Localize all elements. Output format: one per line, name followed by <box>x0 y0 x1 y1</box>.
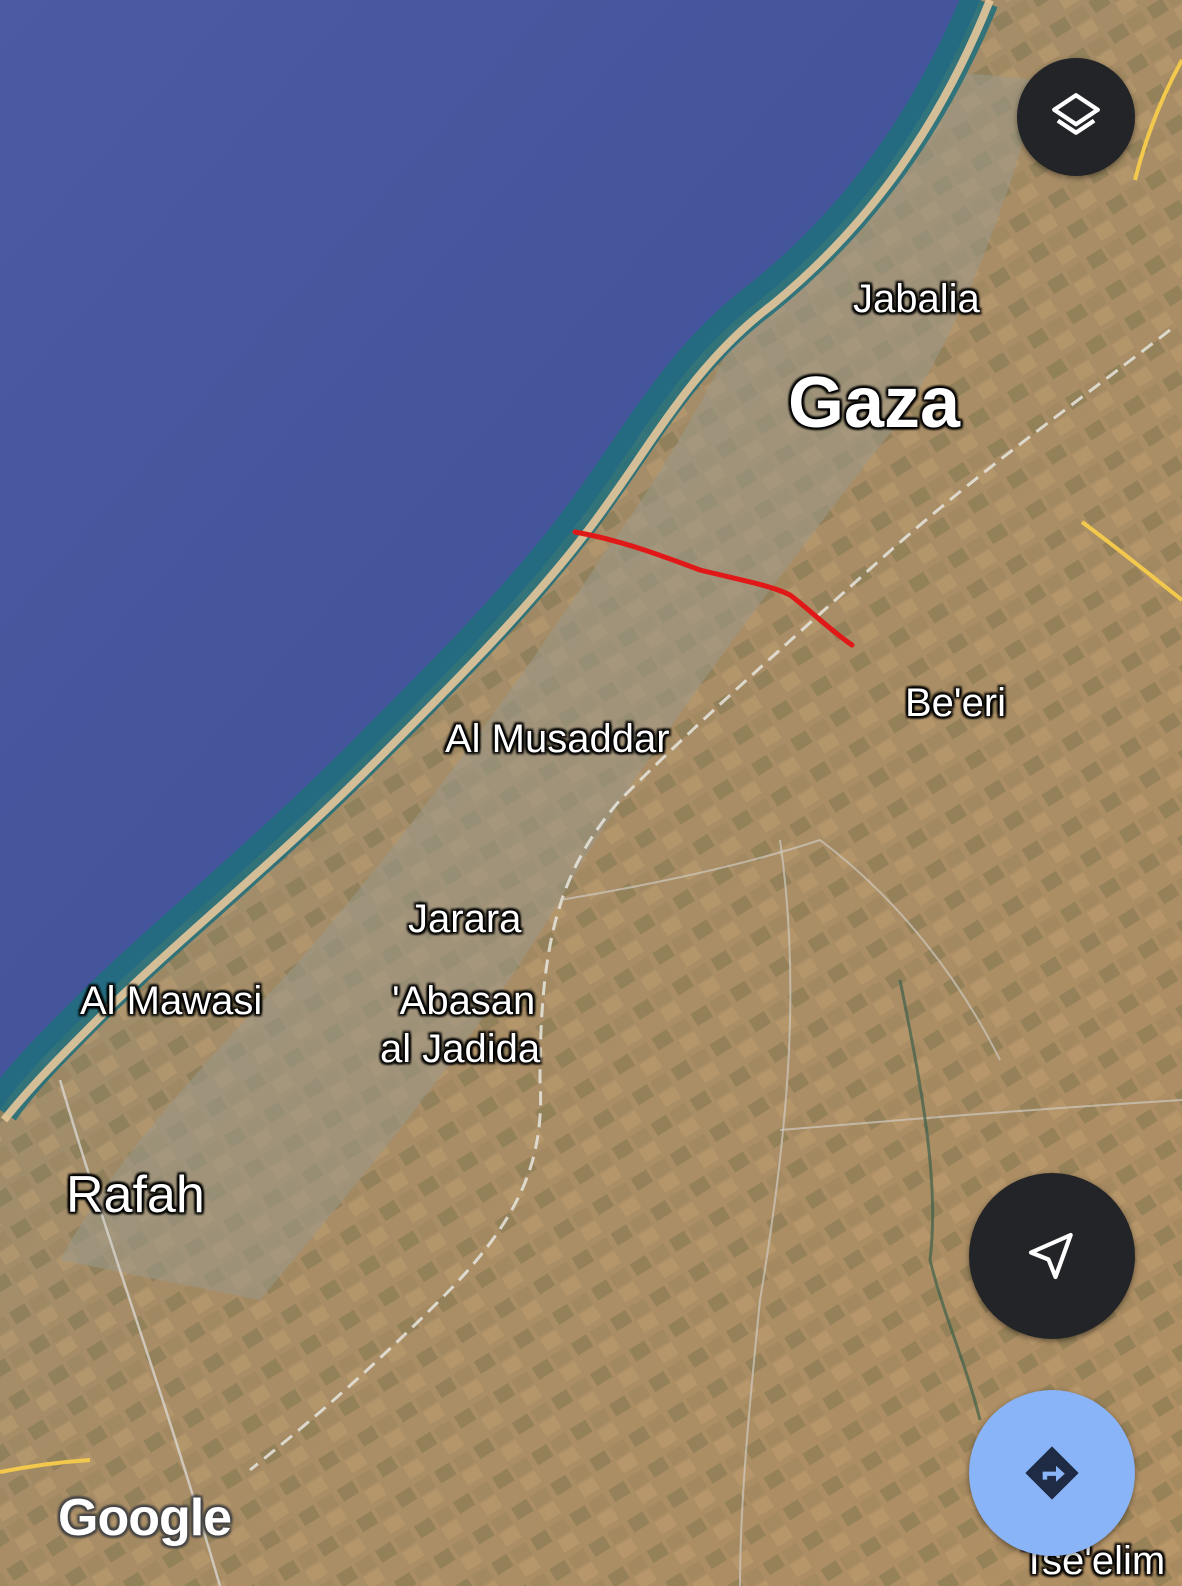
navigation-arrow-icon <box>1028 1232 1073 1280</box>
place-label-al-musaddar[interactable]: Al Musaddar <box>445 717 670 761</box>
route-line <box>572 529 855 648</box>
place-label-jabalia[interactable]: Jabalia <box>853 277 980 321</box>
place-label-abasan-line1[interactable]: 'Abasan <box>392 979 536 1023</box>
place-label-al-mawasi[interactable]: Al Mawasi <box>80 979 263 1023</box>
layers-button[interactable] <box>1017 58 1135 176</box>
my-location-button[interactable] <box>969 1173 1135 1339</box>
directions-icon <box>1025 1446 1079 1500</box>
place-label-beeri[interactable]: Be'eri <box>905 681 1007 725</box>
place-label-rafah[interactable]: Rafah <box>66 1166 205 1224</box>
google-logo: Google <box>58 1489 232 1547</box>
place-label-gaza[interactable]: Gaza <box>788 363 961 443</box>
layers-icon <box>1052 93 1100 135</box>
directions-button[interactable] <box>969 1390 1135 1556</box>
place-label-jarara[interactable]: Jarara <box>408 897 522 941</box>
place-label-abasan-line2[interactable]: al Jadida <box>380 1027 541 1071</box>
